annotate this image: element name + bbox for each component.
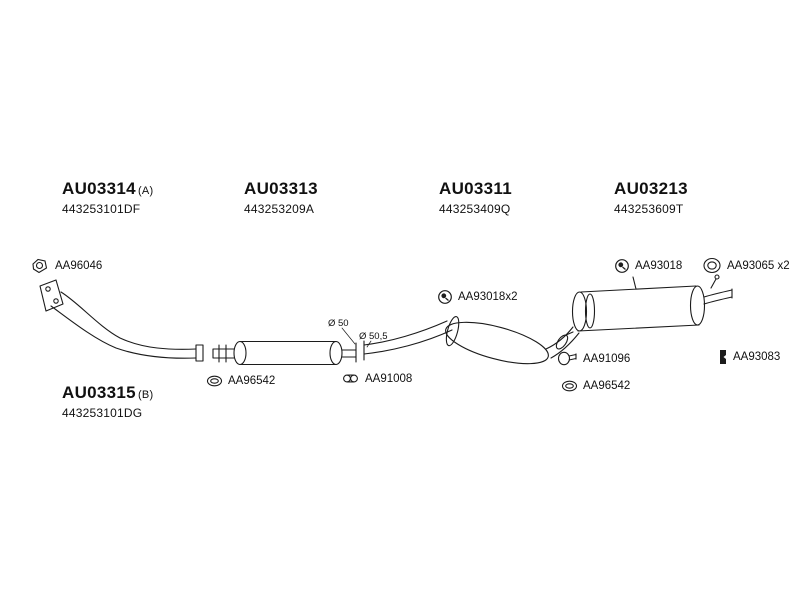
callout-label: AA96046 [55, 260, 103, 272]
part-group-title: AU03311 [439, 179, 514, 199]
callout-aa91096: AA91096 [556, 351, 630, 366]
part-id: AU03314 [62, 179, 136, 198]
part-group-au03311: AU03311 443253409Q [439, 179, 514, 216]
part-group-number: 443253409Q [439, 202, 511, 216]
part-group-au03315: AU03315(B) 443253101DG [62, 383, 154, 420]
part-group-number: 443253609T [614, 202, 684, 216]
callout-label: AA93065 x2 [727, 259, 790, 272]
callout-aa93083: AA93083 [718, 349, 780, 365]
oval-silencer [445, 315, 549, 365]
diameter-label-50: Ø 50 [328, 318, 349, 329]
front-flange [39, 279, 64, 312]
diameter-label-50-5: Ø 50,5 [359, 331, 388, 342]
callout-aa93018: AA93018 [614, 258, 682, 274]
band-clamp-icon [556, 351, 578, 366]
part-id: AU03313 [244, 179, 318, 198]
part-group-title: AU03213 [614, 179, 690, 199]
part-group-au03313: AU03313 443253209A [244, 179, 320, 216]
part-group-au03213: AU03213 443253609T [614, 179, 690, 216]
gasket-icon [561, 380, 578, 392]
middle-silencer [212, 327, 372, 366]
part-group-title: AU03313 [244, 179, 320, 199]
rubber-buffer-icon [718, 349, 728, 365]
callout-label: AA96542 [228, 375, 276, 387]
pipe-clamp-icon [30, 257, 50, 275]
callout-aa96046: AA96046 [30, 257, 102, 275]
part-group-number: 443253209A [244, 202, 315, 216]
part-group-title: AU03314(A) [62, 179, 154, 199]
part-id: AU03213 [614, 179, 688, 198]
tail-pipe [703, 274, 733, 305]
part-id: AU03311 [439, 179, 512, 198]
part-group-title: AU03315(B) [62, 383, 154, 403]
part-group-au03314: AU03314(A) 443253101DF [62, 179, 154, 216]
callout-aa96542-left: AA96542 [206, 375, 275, 387]
seal-ring-icon [702, 257, 722, 274]
variant-suffix: (B) [137, 389, 154, 401]
callout-label: AA93018x2 [458, 291, 518, 303]
rubber-mount-icon [437, 289, 453, 305]
callout-aa93065: AA93065 x2 [702, 257, 790, 274]
callout-label: AA91008 [365, 372, 413, 385]
rubber-mount-icon [614, 258, 630, 274]
front-pipe [50, 291, 204, 362]
gasket-icon [206, 375, 223, 387]
part-group-number: 443253101DG [62, 406, 143, 420]
callout-aa93018x2: AA93018x2 [437, 289, 517, 305]
rear-silencer [571, 276, 706, 332]
callout-aa96542-right: AA96542 [561, 380, 630, 392]
callout-label: AA93083 [733, 351, 781, 363]
variant-suffix: (A) [137, 185, 154, 197]
callout-label: AA93018 [635, 260, 683, 272]
part-group-number: 443253101DF [62, 202, 141, 216]
callout-label: AA96542 [583, 380, 631, 392]
callout-label: AA91096 [583, 352, 631, 365]
part-id: AU03315 [62, 383, 136, 402]
double-hanger-icon [341, 372, 360, 385]
callout-aa91008: AA91008 [341, 372, 412, 385]
